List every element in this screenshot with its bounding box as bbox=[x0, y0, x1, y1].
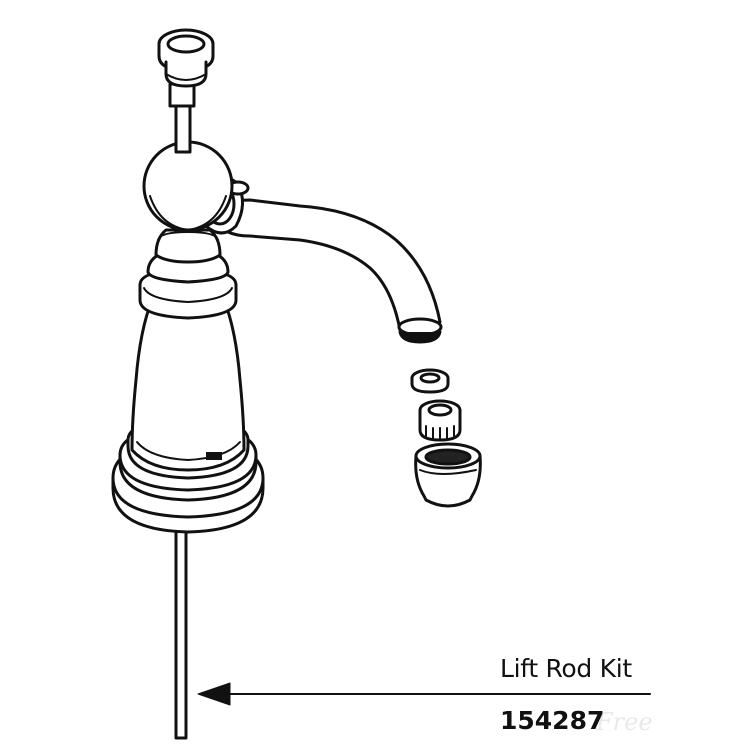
lift-rod-knob bbox=[157, 28, 215, 154]
faucet-collar bbox=[138, 228, 238, 320]
faucet-ball-hub bbox=[142, 140, 234, 232]
aerator-housing bbox=[414, 442, 482, 508]
faucet-spout bbox=[198, 175, 443, 344]
callout-part-number: 154287 bbox=[500, 706, 605, 735]
watermark: Free bbox=[596, 708, 653, 736]
faucet-body bbox=[130, 298, 246, 472]
lift-rod bbox=[174, 520, 188, 740]
callout-arrow bbox=[197, 682, 651, 706]
aerator-insert bbox=[418, 399, 462, 442]
callout-part-name: Lift Rod Kit bbox=[500, 654, 632, 683]
aerator-washer bbox=[410, 368, 450, 394]
